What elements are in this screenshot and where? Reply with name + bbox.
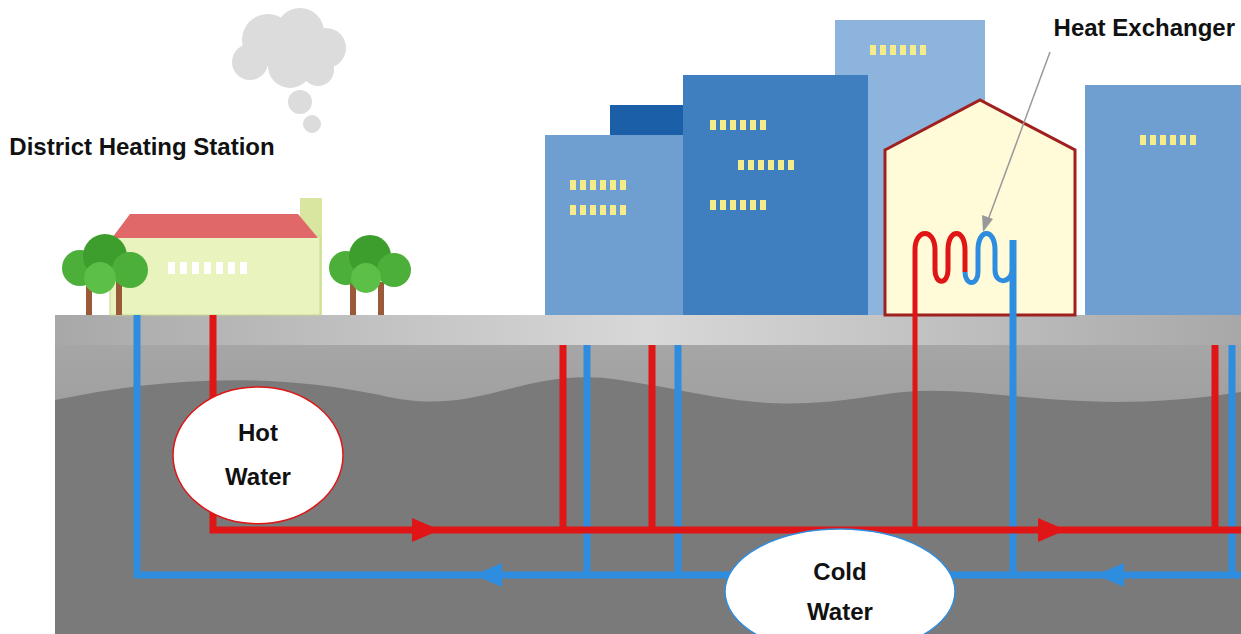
district-heating-station xyxy=(110,198,322,315)
window xyxy=(600,180,606,190)
window xyxy=(880,45,886,55)
window xyxy=(748,160,754,170)
soil-layer xyxy=(55,377,1241,634)
window xyxy=(1140,135,1146,145)
window xyxy=(570,205,576,215)
city-buildings xyxy=(545,20,1241,315)
window xyxy=(1170,135,1176,145)
window xyxy=(760,120,766,130)
window xyxy=(1160,135,1166,145)
window xyxy=(240,262,247,274)
window xyxy=(710,120,716,130)
ellipse-outline xyxy=(172,386,344,525)
window xyxy=(740,200,746,210)
window xyxy=(750,120,756,130)
window xyxy=(870,45,876,55)
window xyxy=(168,262,175,274)
window xyxy=(1150,135,1156,145)
window xyxy=(778,160,784,170)
node-text: Cold Water xyxy=(785,552,895,632)
window xyxy=(740,120,746,130)
window xyxy=(758,160,764,170)
window xyxy=(228,262,235,274)
station-label: District Heating Station xyxy=(8,118,276,176)
window xyxy=(216,262,223,274)
window xyxy=(580,205,586,215)
smoke-cloud xyxy=(232,8,346,133)
window xyxy=(750,200,756,210)
window xyxy=(1190,135,1196,145)
window xyxy=(720,120,726,130)
window xyxy=(730,120,736,130)
window xyxy=(580,180,586,190)
part-label: Heat Exchanger xyxy=(1054,12,1235,44)
ground-surface xyxy=(55,315,1241,345)
ellipse-label: Hot Water xyxy=(172,386,344,525)
window xyxy=(570,180,576,190)
node-text: Hot Water xyxy=(208,411,308,499)
window xyxy=(720,200,726,210)
window xyxy=(910,45,916,55)
window xyxy=(600,205,606,215)
window xyxy=(620,180,626,190)
window xyxy=(180,262,187,274)
window xyxy=(920,45,926,55)
window xyxy=(204,262,211,274)
window xyxy=(890,45,896,55)
window xyxy=(738,160,744,170)
window xyxy=(710,200,716,210)
window xyxy=(768,160,774,170)
leader-line xyxy=(982,52,1050,232)
pipes xyxy=(137,234,1241,576)
window xyxy=(192,262,199,274)
window xyxy=(760,200,766,210)
tree xyxy=(62,234,411,315)
window xyxy=(1180,135,1186,145)
window xyxy=(900,45,906,55)
window xyxy=(610,205,616,215)
window xyxy=(620,205,626,215)
window xyxy=(788,160,794,170)
ellipse-label: Cold Water xyxy=(724,528,956,634)
window xyxy=(590,205,596,215)
window xyxy=(610,180,616,190)
window xyxy=(590,180,596,190)
ground xyxy=(55,345,1241,634)
window xyxy=(730,200,736,210)
